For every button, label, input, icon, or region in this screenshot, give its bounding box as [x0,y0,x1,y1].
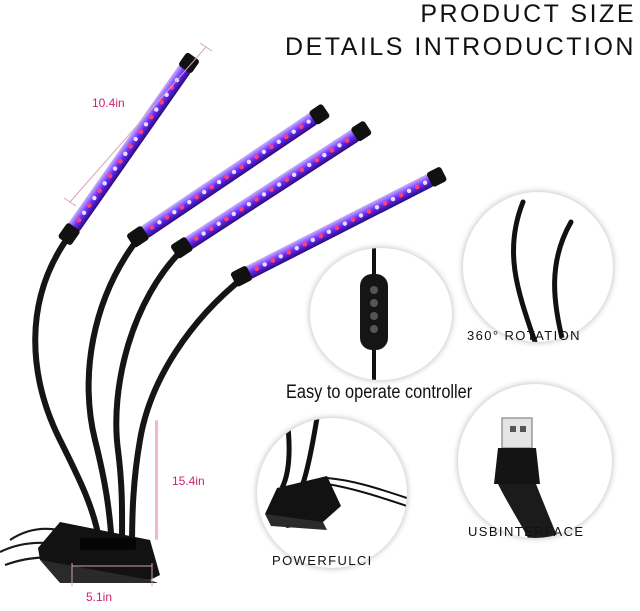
gooseneck-arms [32,229,247,551]
product-size-heading: PRODUCT SIZE [420,0,636,28]
clip-detail-circle [257,418,407,568]
gooseneck-closeup-icon [511,199,574,342]
light-bar-3 [171,121,372,259]
gooseneck-height-label: 15.4in [172,474,205,488]
light-bar-1 [58,52,199,245]
rotation-label: 360° ROTATION [467,328,581,343]
base-width-label: 5.1in [86,590,113,604]
usb-plug-icon [494,417,558,538]
bar-length-label: 10.4in [92,96,125,110]
details-introduction-heading: DETAILS INTRODUCTION [285,33,636,61]
controller-detail-circle [310,248,452,380]
clip-closeup-icon [265,418,407,530]
clip-label: POWERFULCI [272,553,373,568]
remote-controller-icon [360,248,388,380]
light-bar-2 [127,104,330,248]
dimension-line-height [155,420,158,540]
dimension-line-bar [63,42,213,207]
controller-caption: Easy to operate controller [286,382,473,403]
light-bar-4 [230,167,447,287]
usb-detail-circle [458,384,612,538]
rotation-detail-circle [463,192,613,342]
dimension-line-base [71,563,153,586]
clamp-base [38,522,160,583]
usb-interface-label: USBINTERFACE [468,524,585,539]
